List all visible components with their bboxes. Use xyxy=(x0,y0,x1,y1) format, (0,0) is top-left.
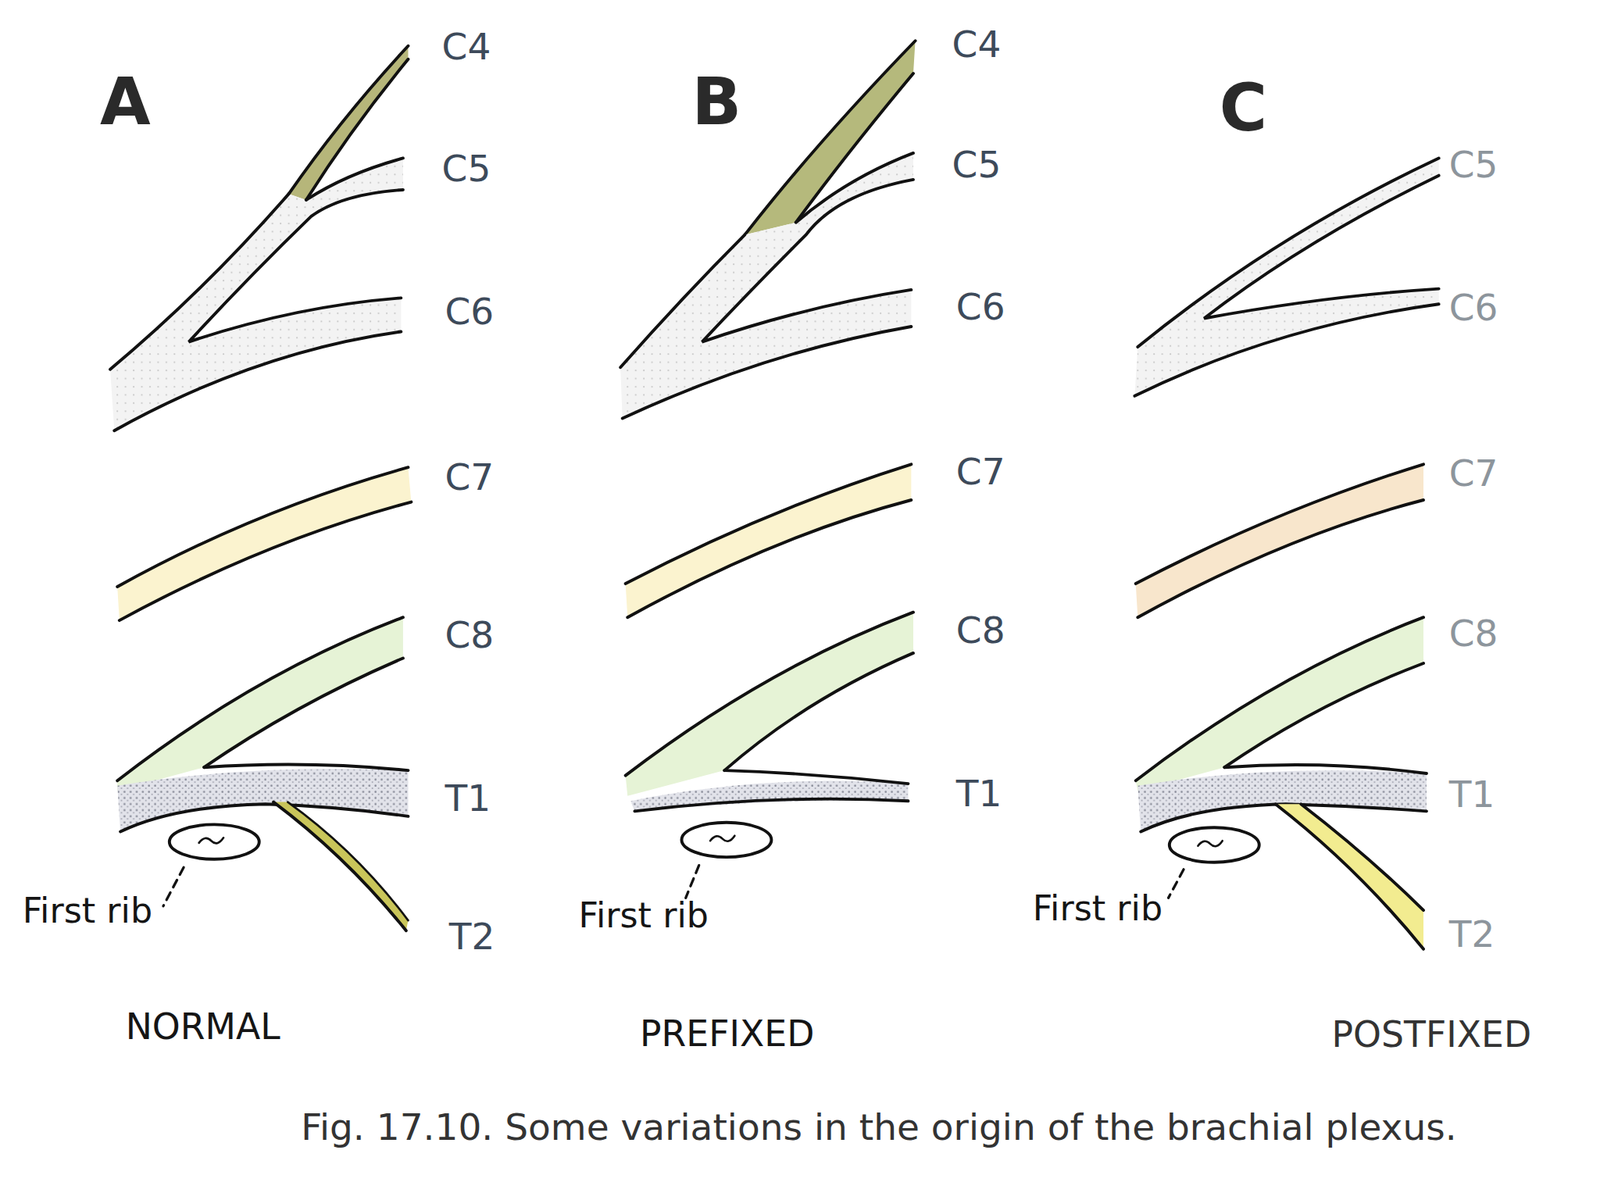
root-label: T2 xyxy=(449,914,496,958)
root-label: C6 xyxy=(1449,285,1499,330)
variant-label: NORMAL xyxy=(125,1005,281,1049)
panel-letter: C xyxy=(1219,69,1268,148)
panel-letter: B xyxy=(692,63,743,142)
panel-prefixed xyxy=(620,40,915,898)
root-label: C7 xyxy=(1449,450,1499,495)
panel-normal xyxy=(110,46,411,931)
root-label: C6 xyxy=(444,289,494,334)
figure-caption: Fig. 17.10. Some variations in the origi… xyxy=(300,1105,1457,1150)
rib-label: First rib xyxy=(22,889,153,932)
rib-label: First rib xyxy=(1032,887,1163,929)
root-label: C7 xyxy=(956,450,1006,494)
root-label: C5 xyxy=(442,146,492,191)
root-label: T2 xyxy=(1449,912,1496,957)
variant-label: PREFIXED xyxy=(639,1012,815,1056)
root-label: C4 xyxy=(952,22,1002,67)
root-label: C5 xyxy=(952,142,1002,187)
variant-label: POSTFIXED xyxy=(1331,1013,1532,1057)
root-label: C8 xyxy=(444,613,494,658)
panel-letter: A xyxy=(100,63,151,142)
panel-postfixed xyxy=(1134,157,1439,949)
root-label: T1 xyxy=(956,771,1003,815)
root-label: T1 xyxy=(444,776,491,821)
root-label: C4 xyxy=(442,24,492,68)
root-label: C7 xyxy=(444,455,494,500)
root-label: C8 xyxy=(1449,610,1499,655)
root-label: C8 xyxy=(956,607,1006,652)
root-label: C6 xyxy=(956,284,1006,329)
root-label: C5 xyxy=(1449,142,1499,187)
root-label: T1 xyxy=(1449,772,1496,817)
rib-label: First rib xyxy=(578,894,709,936)
